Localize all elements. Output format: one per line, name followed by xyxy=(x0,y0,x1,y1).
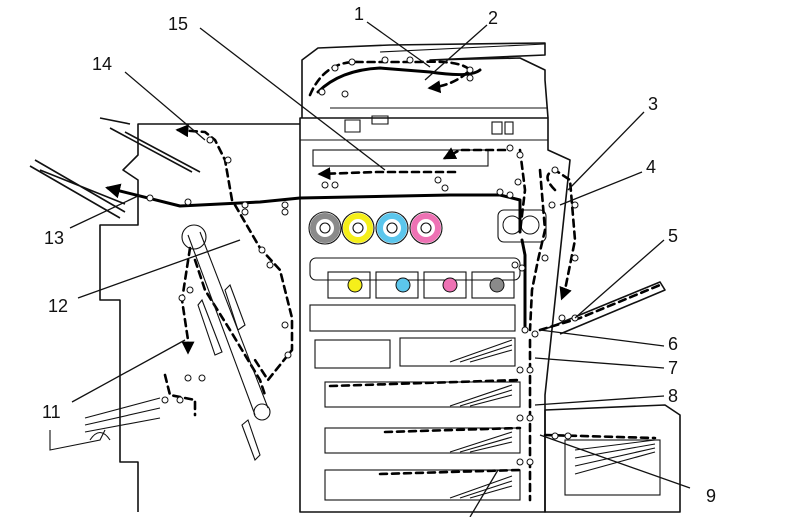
callout-11: 11 xyxy=(42,402,61,422)
drum-cyan xyxy=(395,277,411,293)
callout-7: 7 xyxy=(668,358,678,378)
callout-5: 5 xyxy=(668,226,678,246)
callout-1: 1 xyxy=(354,4,364,24)
callout-4: 4 xyxy=(646,157,656,177)
drum-yellow xyxy=(347,277,363,293)
leader-lines xyxy=(69,21,691,517)
main-body xyxy=(299,117,571,513)
callout-15: 15 xyxy=(168,14,188,34)
document-feeder xyxy=(301,42,549,135)
callout-6: 6 xyxy=(668,334,678,354)
toner-cyan-ring xyxy=(377,213,407,243)
callout-13: 13 xyxy=(44,228,64,248)
drum-dots xyxy=(347,277,505,293)
drum-black xyxy=(489,277,505,293)
callout-9: 9 xyxy=(706,486,716,506)
large-capacity-tray xyxy=(544,404,681,513)
callout-3: 3 xyxy=(648,94,658,114)
rollers xyxy=(146,56,579,466)
toner-cartridges xyxy=(308,211,443,245)
callout-8: 8 xyxy=(668,386,678,406)
toner-magenta-ring xyxy=(411,213,441,243)
toner-black-ring xyxy=(310,213,340,243)
finisher-unit xyxy=(29,117,300,512)
callout-14: 14 xyxy=(92,54,112,74)
callout-labels: 1 2 3 4 5 6 7 8 9 11 12 13 14 15 xyxy=(42,4,716,506)
paper-trays xyxy=(314,337,521,501)
drum-magenta xyxy=(442,277,458,293)
paper-path-dashed xyxy=(49,60,662,502)
bypass-tray xyxy=(547,281,666,335)
paper-path-solid xyxy=(105,66,527,332)
imaging-section xyxy=(309,149,521,332)
toner-yellow-ring xyxy=(343,213,373,243)
callout-2: 2 xyxy=(488,8,498,28)
callout-12: 12 xyxy=(48,296,68,316)
